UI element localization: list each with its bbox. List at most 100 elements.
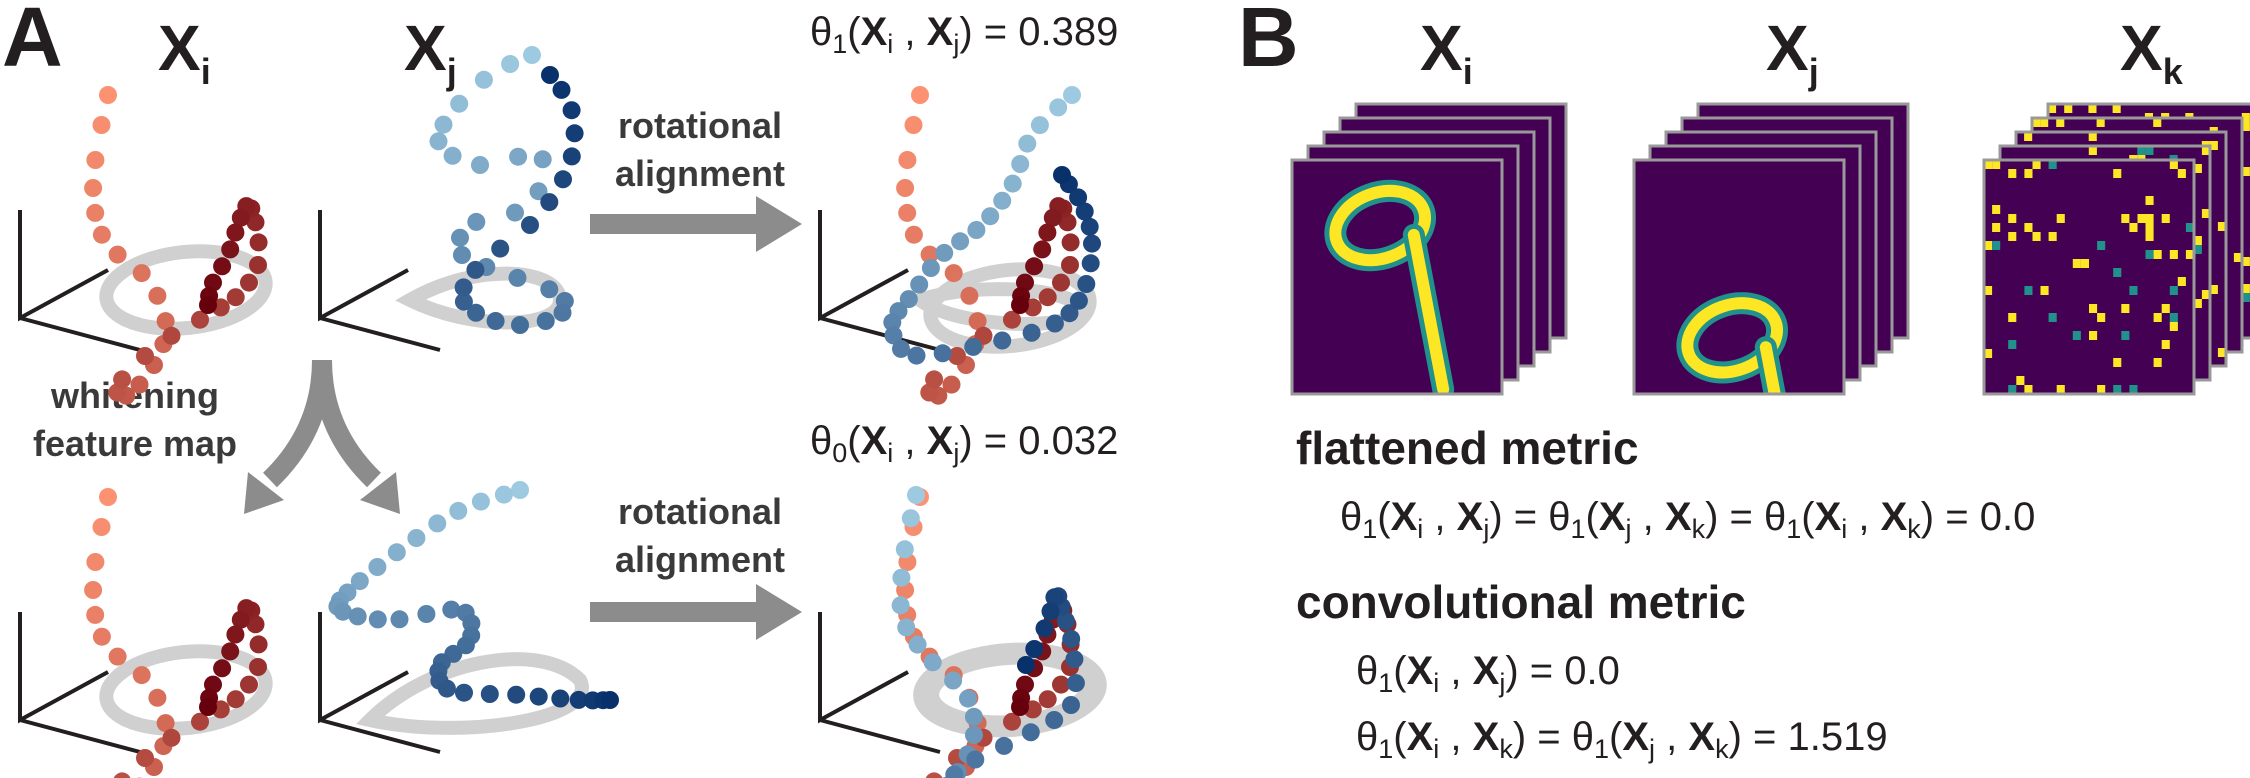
aligned-red-bottom-point — [1038, 690, 1057, 709]
red-curve-top-point — [213, 257, 232, 276]
red-curve-top-point — [162, 326, 181, 345]
convolutional-metric-title: convolutional metric — [1296, 576, 1746, 628]
aligned-blue-top-point — [981, 207, 1000, 226]
blue-curve-top-point — [429, 132, 448, 151]
aligned-blue-top-point — [907, 346, 926, 365]
blue-curve-top-point — [506, 203, 524, 222]
aligned-red-top-point — [904, 116, 923, 134]
aligned-blue-top-point — [1077, 275, 1096, 293]
red-curve-bottom-point — [249, 635, 268, 654]
xi-header: Xi — [158, 12, 211, 92]
blue-curve-top-point — [562, 147, 581, 166]
aligned-red-top-point — [1003, 310, 1021, 329]
axes-top-left — [18, 210, 109, 322]
red-curve-bottom-point — [162, 728, 181, 747]
aligned-blue-bottom-point — [1066, 674, 1085, 693]
red-curve-bottom-point — [86, 553, 105, 571]
stack-xj — [1632, 102, 1910, 396]
aligned-blue-top-point — [1083, 234, 1101, 253]
aligned-blue-bottom-point — [959, 689, 977, 708]
blue-curve-top-point — [533, 150, 552, 169]
red-curve-top-point — [221, 240, 240, 259]
aligned-blue-top-point — [951, 232, 970, 251]
blue-curve-top-point — [434, 115, 453, 134]
blue-curve-bottom-point — [428, 514, 447, 533]
blue-curve-top-point — [471, 156, 489, 174]
blue-curve-top-point — [508, 268, 527, 287]
red-curve-bottom-point — [136, 749, 154, 767]
stack-label-xk: Xk — [2120, 12, 2184, 92]
red-curve-bottom — [84, 488, 268, 778]
blue-curve-bottom-point — [437, 679, 456, 698]
whitening-arrowheads — [244, 472, 400, 514]
aligned-red-top-point — [1011, 296, 1029, 314]
aligned-blue-top-point — [1060, 304, 1079, 323]
aligned-blue-top-point — [884, 326, 903, 345]
stack-label-xi: Xi — [1420, 12, 1473, 92]
red-curve-top-point — [130, 375, 149, 394]
blue-curve-bottom-point — [471, 492, 490, 511]
red-curve-top-point — [226, 223, 245, 242]
red-curve-top-point — [226, 288, 245, 307]
aligned-red-top-point — [920, 245, 939, 264]
red-curve-bottom-point — [213, 659, 232, 678]
aligned-blue-bottom-point — [901, 509, 920, 528]
blue-curve-top-point — [451, 228, 469, 247]
panel-b-letter: B — [1238, 0, 1299, 84]
aligned-blue-bottom-point — [1065, 650, 1084, 669]
blue-curve-bottom-point — [350, 572, 369, 591]
axes-bottom-right — [818, 612, 909, 724]
aligned-red-top — [896, 86, 1080, 405]
top-theta-equation: θ1(Xi , Xj) = 0.389 — [810, 10, 1118, 59]
red-curve-top-point — [249, 256, 267, 274]
flattened-metric-equation: θ1(Xi , Xj) = θ1(Xj , Xk) = θ1(Xi , Xk) … — [1340, 495, 2035, 544]
blue-curve-top-point — [565, 124, 584, 143]
red-curve-top-point — [113, 370, 132, 389]
aligned-blue-top-point — [967, 221, 986, 239]
aligned-red-bottom-point — [1003, 712, 1021, 731]
stack-xj-frame — [1634, 160, 1844, 394]
aligned-red-top-point — [896, 179, 915, 197]
blue-curve-top-point — [562, 101, 581, 120]
blue-curve-bottom-point — [390, 610, 409, 629]
aligned-red-top-point — [911, 86, 929, 104]
red-curve-top-point — [240, 273, 258, 292]
red-curve-bottom-point — [84, 581, 103, 599]
bottom-arrow-label-2: alignment — [615, 539, 785, 580]
red-curve-bottom-point — [231, 610, 250, 629]
aligned-blue-bottom-point — [1025, 640, 1044, 658]
blue-curve-top-point — [540, 193, 559, 212]
aligned-blue-bottom-point — [1017, 656, 1035, 674]
red-curve-top-point — [246, 213, 265, 232]
red-curve-bottom-point — [99, 488, 117, 506]
red-curve-top-point — [86, 203, 105, 222]
aligned-blue-bottom-point — [1041, 602, 1060, 621]
blue-curve-bottom-point — [368, 558, 387, 576]
red-curve-top — [84, 86, 268, 405]
blue-curve-top-point — [467, 303, 485, 322]
blue-curve-bottom-point — [417, 605, 436, 623]
aligned-blue-bottom-point — [897, 618, 916, 637]
blue-curve-top-point — [552, 80, 571, 99]
aligned-blue-top-point — [1063, 86, 1081, 104]
red-curve-bottom-point — [148, 688, 167, 707]
blue-curve-bottom-point — [551, 689, 570, 708]
blue-curve-top-point — [454, 292, 473, 311]
red-curve-top-point — [108, 245, 127, 264]
aligned-red-top-point — [1061, 256, 1079, 274]
aligned-blue-bottom-point — [1021, 723, 1040, 742]
blue-curve-bottom-point — [529, 687, 548, 706]
aligned-blue-top-point — [921, 259, 940, 277]
aligned-blue-top-point — [993, 191, 1012, 210]
aligned-blue-bottom-point — [1062, 696, 1080, 714]
whitening-label-2: feature map — [33, 423, 237, 464]
blue-curve-bottom-point — [387, 543, 406, 562]
red-curve-bottom-point — [86, 605, 105, 624]
panel-a-letter: A — [2, 0, 63, 84]
aligned-blue-bottom-point — [923, 653, 942, 672]
aligned-blue-top-point — [964, 337, 983, 356]
aligned-blue-bottom-point — [944, 671, 963, 690]
aligned-red-bottom-point — [925, 772, 943, 778]
blue-curve-top-point — [501, 55, 520, 73]
top-arrow-label-1: rotational — [618, 105, 782, 146]
